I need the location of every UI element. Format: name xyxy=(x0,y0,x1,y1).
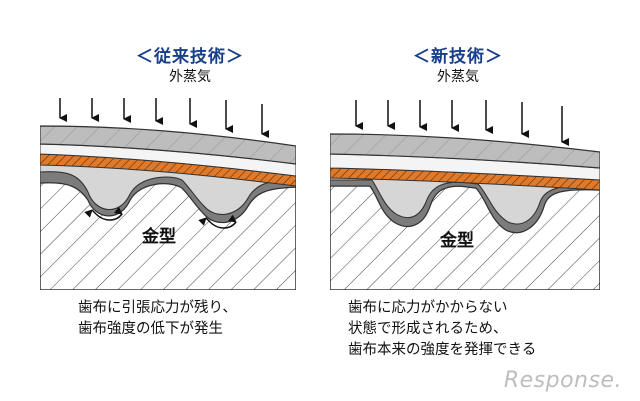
left-external-steam-label: 外蒸気 xyxy=(169,69,211,85)
left-diagram xyxy=(40,125,296,290)
left-caption: 歯布に引張応力が残り、 歯布強度の低下が発生 xyxy=(78,300,237,337)
left-stress-arrow xyxy=(209,214,237,229)
left-stress-arrow xyxy=(95,206,123,221)
left-heading: ＜従来技術＞ xyxy=(136,47,244,67)
right-heading: ＜新技術＞ xyxy=(413,47,503,67)
left-mold-label: 金型 xyxy=(142,227,176,247)
right-diagram xyxy=(330,133,600,290)
left-pressure-arrows xyxy=(59,98,269,138)
left-stress-arrow xyxy=(84,209,97,218)
response-logo: Response. xyxy=(503,368,622,393)
right-caption: 歯布に応力がかからない 状態で形成されるため、 歯布本来の強度を発揮できる xyxy=(348,300,537,358)
right-mold-label: 金型 xyxy=(440,231,474,251)
right-external-steam-label: 外蒸気 xyxy=(437,69,479,85)
left-stress-arrow xyxy=(198,217,211,226)
right-pressure-arrows xyxy=(355,100,569,146)
